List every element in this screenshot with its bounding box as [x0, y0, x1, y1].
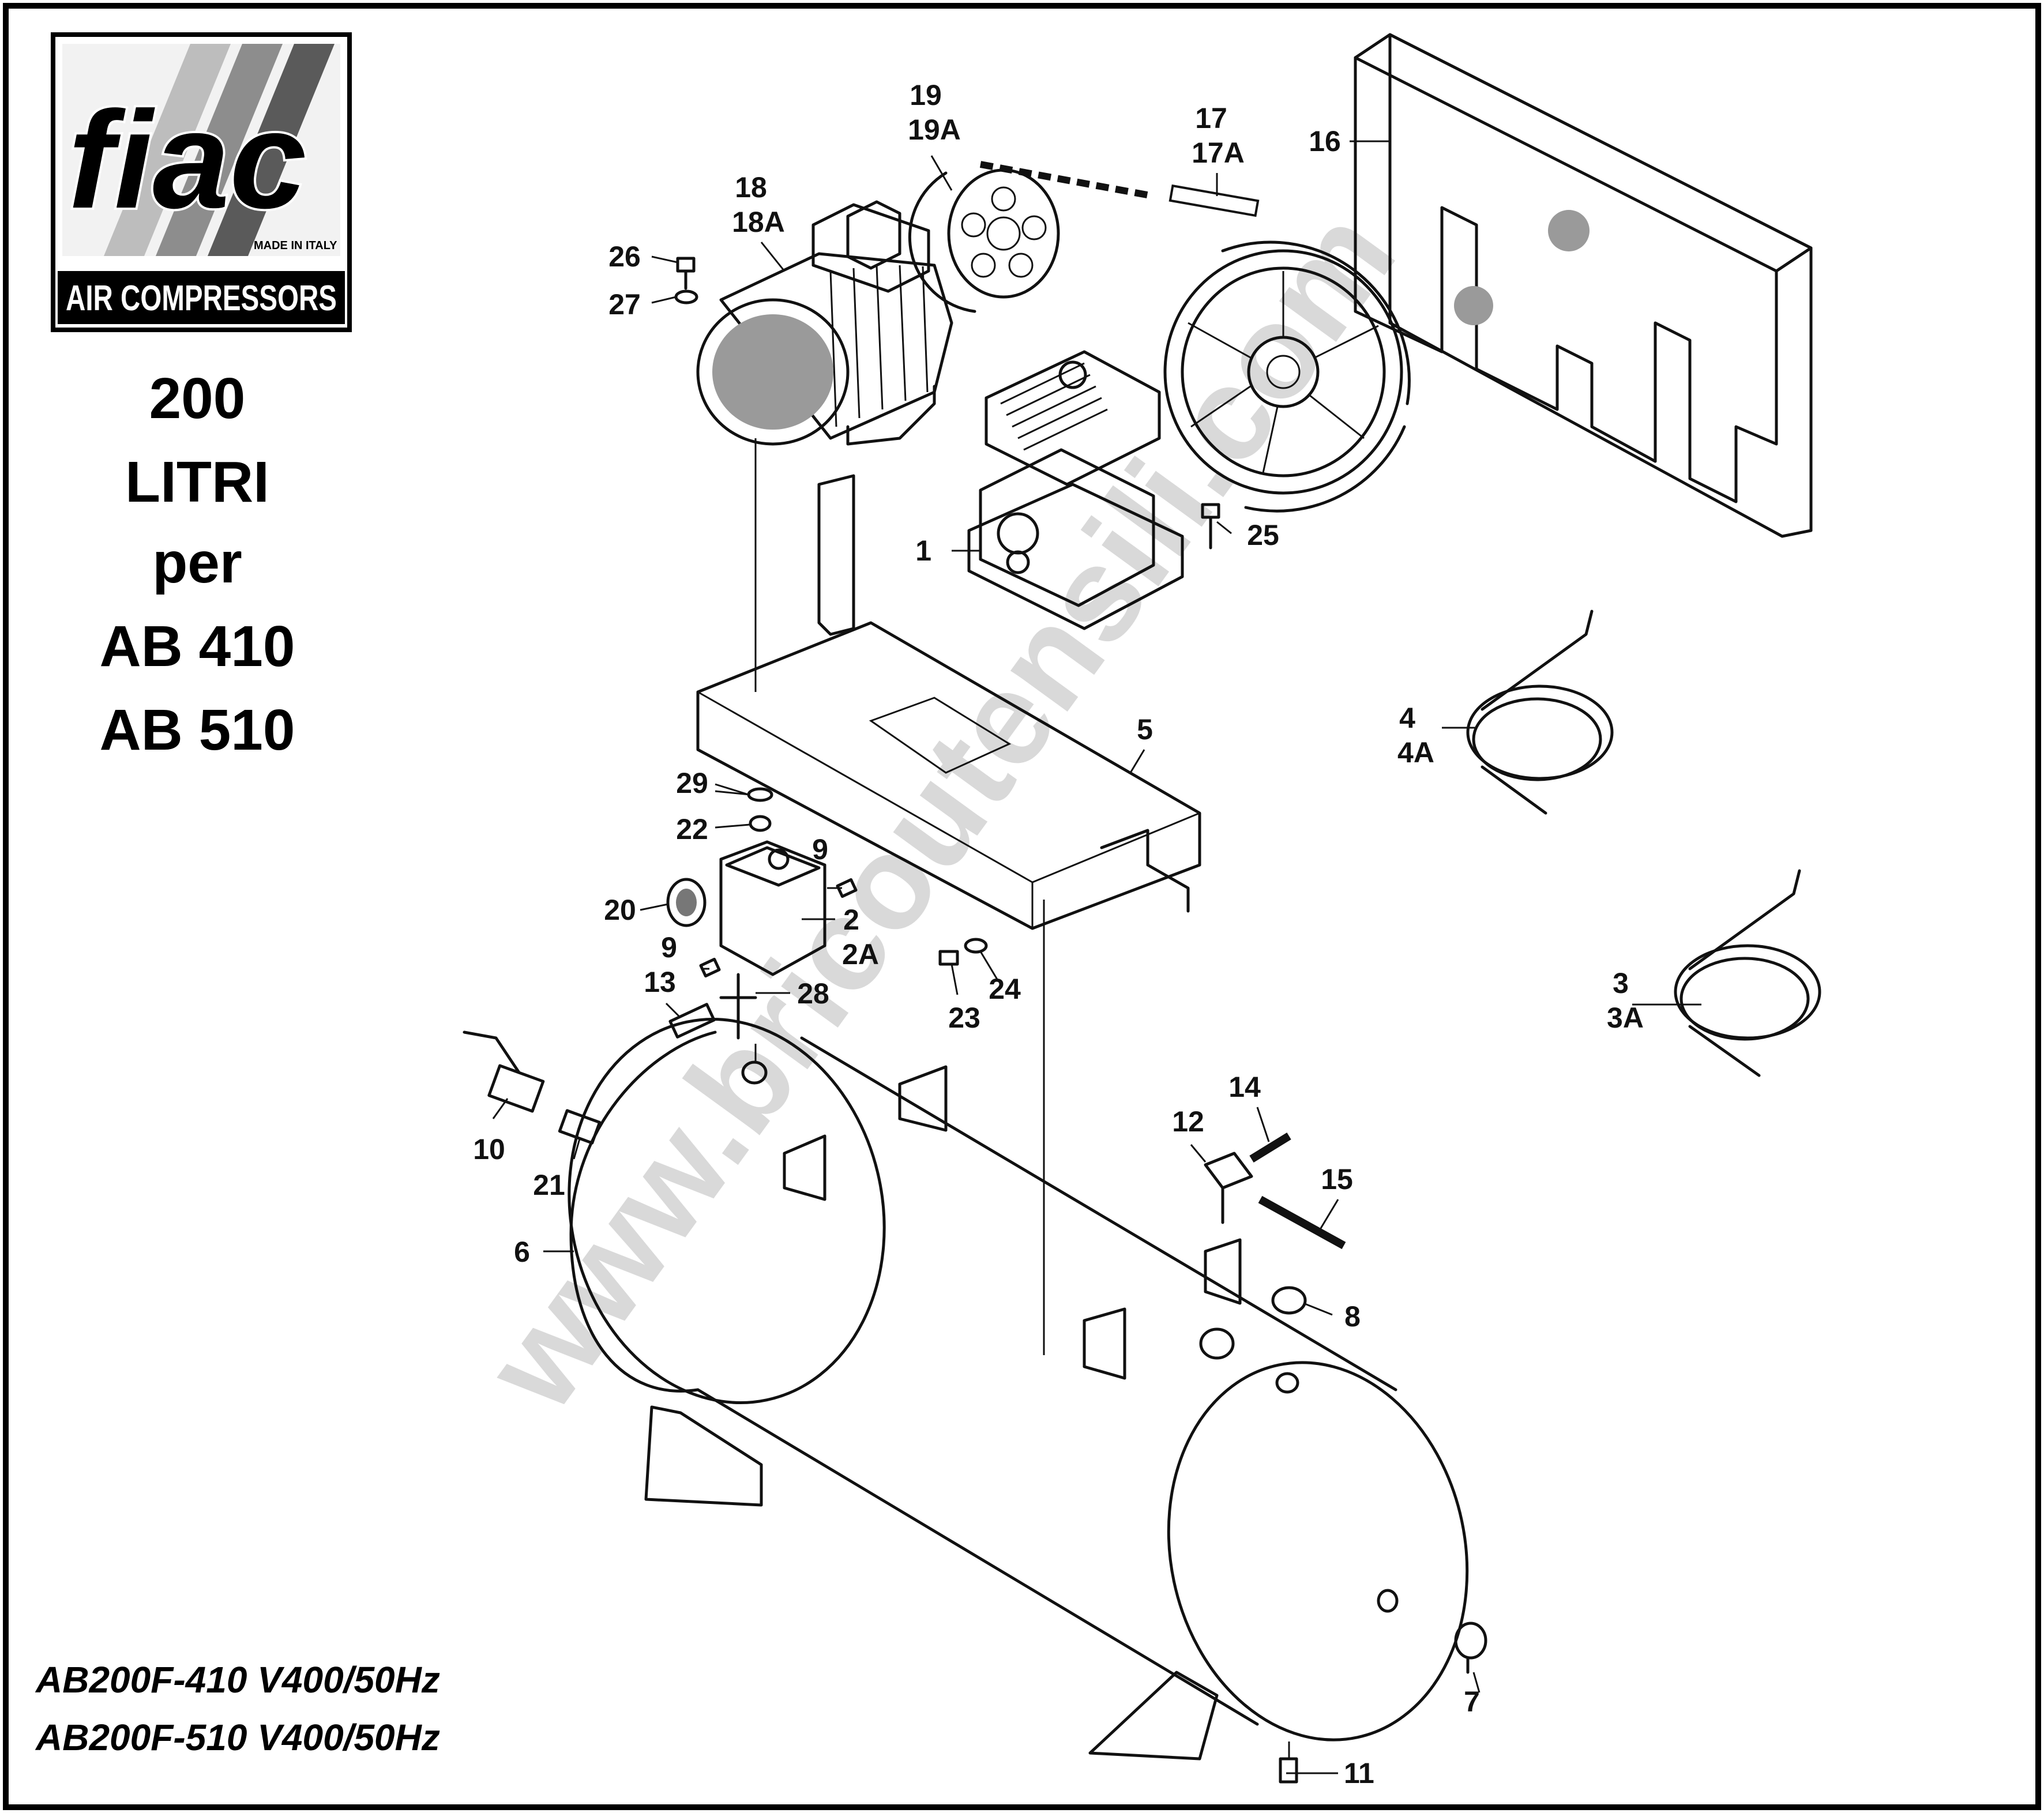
model-code-2: AB200F-510 V400/50Hz [35, 1717, 440, 1758]
logo-made-in: MADE IN ITALY [254, 239, 337, 252]
callout-18a: 18A [732, 206, 785, 238]
callout-10: 10 [473, 1133, 505, 1165]
callout-25: 25 [1247, 519, 1279, 551]
belt-guard [1354, 33, 1813, 538]
pressure-gauge [666, 878, 707, 927]
title-line-2: LITRI [125, 450, 269, 514]
title-line-1: 200 [149, 366, 246, 431]
callout-28: 28 [797, 977, 829, 1010]
logo-stripe-2 [156, 44, 283, 256]
logo-stripe-1 [104, 44, 231, 256]
callout-7: 7 [1464, 1686, 1480, 1718]
callout-2: 2 [843, 904, 859, 936]
title-line-3: per [152, 531, 242, 595]
callout-9-upper: 9 [812, 833, 828, 866]
page-border [3, 3, 2041, 1810]
logo-brand: fiac [68, 82, 307, 237]
electric-motor [696, 200, 953, 446]
callout-11: 11 [1344, 1757, 1374, 1789]
guard-vent-lower [1454, 286, 1493, 325]
callout-3a: 3A [1607, 1002, 1644, 1034]
callout-24: 24 [989, 973, 1021, 1005]
title-block: 200 LITRI per AB 410 AB 510 [99, 366, 295, 762]
callout-16: 16 [1309, 125, 1341, 157]
air-tank [568, 1018, 1469, 1784]
cable-3 [1674, 869, 1821, 1077]
callout-3: 3 [1613, 967, 1629, 999]
callout-8: 8 [1344, 1300, 1361, 1333]
callout-5: 5 [1137, 713, 1153, 746]
pressure-switch [719, 840, 826, 976]
logo-stripe-3 [208, 44, 335, 256]
leader-lines [492, 140, 1701, 1774]
title-line-5: AB 510 [99, 698, 295, 762]
callout-22: 22 [676, 813, 708, 845]
callout-4: 4 [1399, 702, 1415, 734]
callout-1: 1 [915, 535, 931, 567]
callout-17a: 17A [1192, 137, 1245, 169]
callout-14: 14 [1228, 1071, 1261, 1103]
motor-pulley [908, 168, 1060, 313]
callout-17: 17 [1195, 102, 1227, 134]
callout-9-lower: 9 [661, 931, 677, 964]
callout-18: 18 [735, 171, 767, 204]
callout-13: 13 [644, 966, 676, 998]
base-plate [696, 621, 1201, 930]
callout-21: 21 [533, 1169, 565, 1201]
flywheel [1163, 240, 1411, 513]
callout-26: 26 [608, 240, 641, 273]
callout-27: 27 [608, 288, 641, 321]
guard-vent-upper [1548, 210, 1590, 251]
callouts: 1 2 2A 3 3A 4 4A 5 6 7 8 9 9 10 11 12 13… [473, 79, 1644, 1789]
compressor-pump [967, 350, 1184, 630]
model-code-1: AB200F-410 V400/50Hz [35, 1659, 440, 1701]
small-fittings [668, 257, 1220, 1040]
callout-20: 20 [604, 894, 636, 926]
callout-29: 29 [676, 767, 708, 799]
callout-4a: 4A [1397, 736, 1434, 769]
motor-bracket [817, 474, 855, 636]
title-line-4: AB 410 [99, 614, 295, 679]
cable-4 [1466, 610, 1614, 815]
callout-19: 19 [910, 79, 942, 111]
logo-tagline-bar [58, 271, 345, 324]
callout-6: 6 [514, 1236, 530, 1268]
callout-12: 12 [1172, 1105, 1204, 1138]
callout-23: 23 [948, 1002, 980, 1034]
callout-15: 15 [1321, 1163, 1353, 1195]
tank-plugs [1204, 1133, 1487, 1674]
logo-tagline: AIR COMPRESSORS [66, 279, 337, 318]
callout-19a: 19A [908, 114, 961, 146]
callout-2a: 2A [842, 938, 879, 971]
fiac-logo: fiac MADE IN ITALY AIR COMPRESSORS [51, 32, 352, 332]
